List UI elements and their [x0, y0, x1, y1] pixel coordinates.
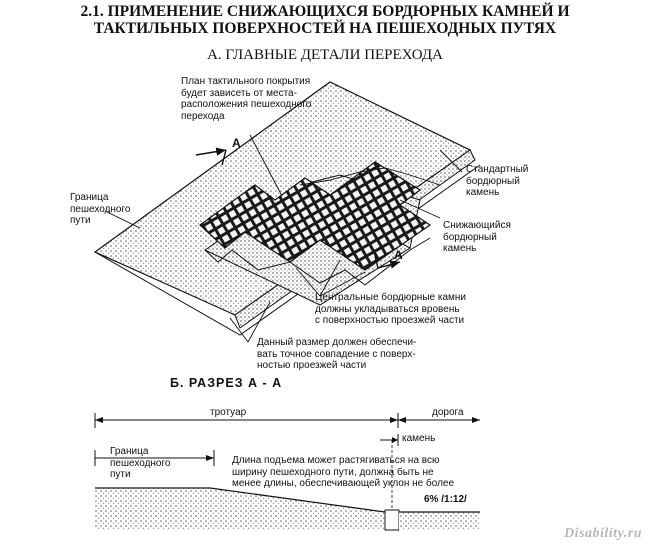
section-b-drawing — [94, 413, 480, 531]
title-line-1: 2.1. ПРИМЕНЕНИЕ СНИЖАЮЩИХСЯ БОРДЮРНЫХ КА… — [80, 3, 570, 20]
section-mark-bottom-label: А — [394, 248, 403, 262]
section-mark-top — [195, 147, 227, 166]
callout-standard-curb: Стандартный бордюрный камень — [466, 164, 529, 198]
section-mark-top-label: А — [232, 136, 241, 150]
callout-central-curbs: Центральные бордюрные камни должны уклад… — [315, 292, 466, 326]
callout-dimension-note: Данный размер должен обеспечи- вать точн… — [257, 337, 417, 371]
section-mark-bottom — [374, 255, 401, 269]
callout-pedestrian-boundary: Граница пешеходного пути — [70, 192, 131, 226]
watermark-logo: Disability.ru — [564, 526, 642, 541]
curb-label: камень — [402, 433, 436, 444]
section-b-boundary-label: Граница пешеходного пути — [110, 446, 171, 480]
section-b-heading: Б. РАЗРЕЗ А - А — [170, 376, 283, 390]
subtitle: А. ГЛАВНЫЕ ДЕТАЛИ ПЕРЕХОДА — [207, 47, 443, 63]
sidewalk-label: тротуар — [210, 407, 247, 418]
callout-tactile-plan: План тактильного покрытия будет зависеть… — [181, 76, 312, 122]
title-line-2: ТАКТИЛЬНЫХ ПОВЕРХНОСТЕЙ НА ПЕШЕХОДНЫХ ПУ… — [93, 20, 557, 37]
slope-value: 6% /1:12/ — [424, 494, 467, 505]
tactile-paving — [199, 161, 432, 271]
ramp-note: Длина подъема может растягиваться на всю… — [232, 455, 455, 489]
leader-lines — [106, 134, 463, 343]
road-label: дорога — [432, 407, 464, 418]
callout-lowered-curb: Снижающийся бордюрный камень — [443, 220, 511, 254]
